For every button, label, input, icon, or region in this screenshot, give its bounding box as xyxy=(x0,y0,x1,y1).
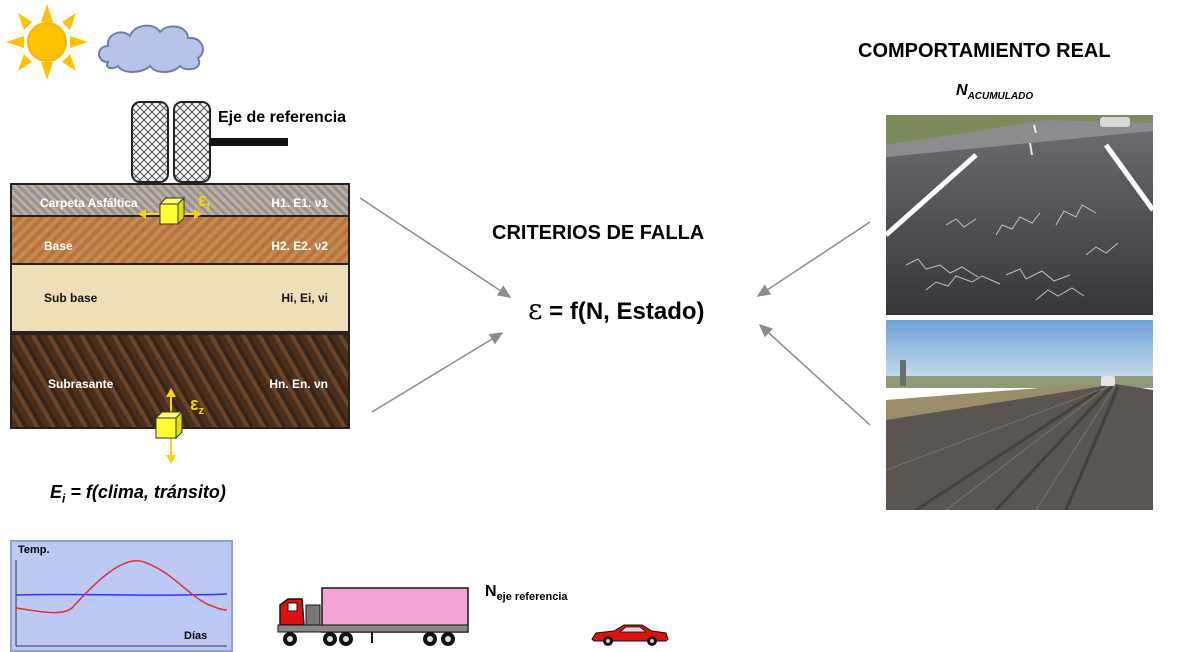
cloud-icon xyxy=(98,24,204,73)
strain-z-label: εz xyxy=(190,394,205,418)
n-reference-axle-label: Neje referencia xyxy=(485,583,568,604)
rutted-road-photo xyxy=(886,320,1153,510)
real-behavior-title: COMPORTAMIENTO REAL xyxy=(858,40,1111,62)
sun-icon xyxy=(6,4,88,80)
arrow-subgrade-to-criteria xyxy=(371,332,504,413)
temp-axis-label: Temp. xyxy=(18,544,50,556)
dual-tire-icon xyxy=(131,101,288,183)
layer-name: Base xyxy=(44,239,73,253)
failure-formula: ε = f(N, Estado) xyxy=(528,293,705,326)
axle-label: Eje de referencia xyxy=(218,109,347,126)
layer-name: Carpeta Asfáltica xyxy=(40,196,138,210)
layer-params: H1. E1. ν1 xyxy=(271,196,328,210)
days-axis-label: Días xyxy=(184,630,208,642)
n-accumulated-label: NACUMULADO xyxy=(956,82,1034,103)
temperature-curve xyxy=(15,560,228,614)
temperature-chart: Temp. Días xyxy=(10,540,233,652)
pavement-structure: Carpeta Asfáltica H1. E1. ν1 Base H2. E2… xyxy=(10,183,350,429)
layer-name: Sub base xyxy=(44,291,98,305)
arrow-photo2-to-criteria xyxy=(758,323,871,426)
layer-params: H2. E2. ν2 xyxy=(271,239,328,253)
vertical-strain-marker xyxy=(154,388,184,464)
arrow-layers-to-criteria xyxy=(359,197,512,298)
truck-icon xyxy=(277,587,469,646)
criteria-title: CRITERIOS DE FALLA xyxy=(492,222,705,244)
horizontal-strain-marker xyxy=(138,196,202,226)
layer-params: Hn. En. νn xyxy=(269,377,328,391)
cracked-road-photo xyxy=(886,115,1153,315)
strain-t-label: εt xyxy=(198,190,211,214)
arrow-photo1-to-criteria xyxy=(756,221,871,297)
mean-temperature-line xyxy=(15,593,228,596)
layer-name: Subrasante xyxy=(48,377,114,391)
sports-car-icon xyxy=(591,624,669,646)
modulus-formula: Ei = f(clima, tránsito) xyxy=(50,482,226,506)
layer-params: Hi, Ei, νi xyxy=(281,291,328,305)
layer-subbase: Sub base Hi, Ei, νi xyxy=(10,263,350,333)
